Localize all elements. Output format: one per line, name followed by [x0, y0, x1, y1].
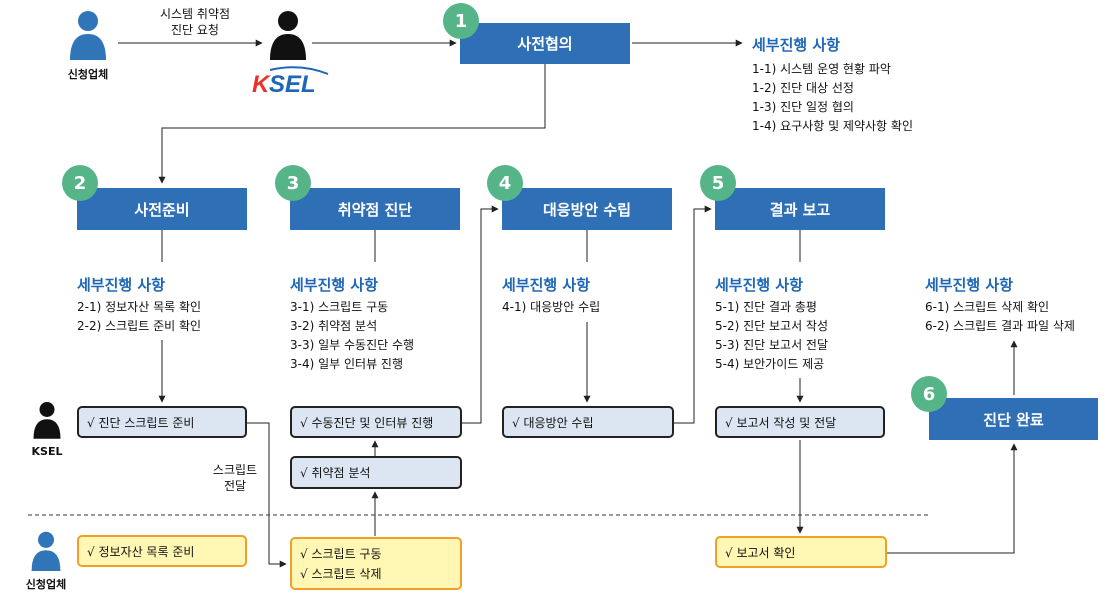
stage-6-detail-title: 세부진행 사항 — [925, 276, 1014, 294]
svg-text:K: K — [252, 71, 271, 96]
transfer-label-line1: 스크립트 — [212, 463, 258, 477]
ksel-person-icon — [268, 10, 308, 64]
stage3-to-stage4-connector — [462, 205, 499, 424]
detail-item: 2-1) 정보자산 목록 확인 — [77, 300, 202, 314]
task-script-prepare: √ 진단 스크립트 준비 — [77, 406, 247, 438]
stage-1-badge: 1 — [443, 3, 479, 39]
request-label-line1: 시스템 취약점 — [159, 7, 231, 21]
request-label: 시스템 취약점 진단 요청 — [135, 6, 255, 38]
detail-item: 5-3) 진단 보고서 전달 — [715, 338, 829, 352]
task-label: √ 정보자산 목록 준비 — [87, 544, 195, 559]
stage-4-title: 대응방안 수립 — [542, 200, 632, 219]
stage4-to-stage5-connector — [674, 205, 712, 424]
detail-item: 5-1) 진단 결과 총평 — [715, 300, 817, 314]
script-transfer-label: 스크립트 전달 — [205, 462, 265, 494]
stage-3-detail-title: 세부진행 사항 — [290, 276, 379, 294]
detail-item: 1-2) 진단 대상 선정 — [752, 81, 854, 95]
detail-item: 3-3) 일부 수동진단 수행 — [290, 338, 415, 352]
stage-6-badge: 6 — [911, 376, 947, 412]
stage-5-badge: 5 — [700, 165, 736, 201]
stage1-to-stage2-connector — [158, 64, 546, 184]
stage-1-box: 사전협의 — [460, 23, 630, 64]
stage-1-title: 사전협의 — [517, 35, 573, 53]
detail-item: 3-2) 취약점 분석 — [290, 319, 378, 333]
detail-item: 3-1) 스크립트 구동 — [290, 300, 389, 314]
applicant-lane-label: 신청업체 — [25, 578, 67, 591]
task-label: √ 수동진단 및 인터뷰 진행 — [300, 415, 434, 430]
detail-item: 5-4) 보안가이드 제공 — [715, 357, 825, 371]
stage-6-title: 진단 완료 — [983, 410, 1044, 429]
detail-item: 6-1) 스크립트 삭제 확인 — [925, 300, 1050, 314]
stage-4-detail-title: 세부진행 사항 — [502, 276, 591, 294]
ksel-logo: K SEL — [250, 66, 332, 100]
stage-1-detail-title: 세부진행 사항 — [752, 36, 841, 54]
task-report-write: √ 보고서 작성 및 전달 — [715, 406, 885, 438]
applicant-person-icon — [68, 10, 108, 64]
detail-item: 5-2) 진단 보고서 작성 — [715, 319, 829, 333]
stage-2-detail-items: 2-1) 정보자산 목록 확인 2-2) 스크립트 준비 확인 — [77, 298, 201, 336]
task-label: √ 대응방안 수립 — [512, 415, 594, 430]
task-manual-interview: √ 수동진단 및 인터뷰 진행 — [290, 406, 462, 438]
script-transfer-connector — [247, 422, 287, 568]
stage-3-detail-items: 3-1) 스크립트 구동 3-2) 취약점 분석 3-3) 일부 수동진단 수행… — [290, 298, 414, 374]
detail-item: 1-3) 진단 일정 협의 — [752, 100, 854, 114]
task-label: √ 취약점 분석 — [300, 466, 371, 480]
task-label: √ 보고서 확인 — [725, 545, 796, 560]
stage-3-badge: 3 — [275, 165, 311, 201]
applicant-task-report-check: √ 보고서 확인 — [715, 536, 887, 568]
stage-5-box: 결과 보고 — [715, 188, 885, 230]
detail-item: 1-4) 요구사항 및 제약사항 확인 — [752, 119, 913, 133]
detail-item: 2-2) 스크립트 준비 확인 — [77, 319, 202, 333]
detail-item: 1-1) 시스템 운영 현황 파악 — [752, 62, 891, 76]
svg-text:SEL: SEL — [269, 71, 316, 96]
stage-3-title: 취약점 진단 — [337, 200, 413, 219]
applicant-label-top: 신청업체 — [67, 68, 109, 81]
task-label: √ 진단 스크립트 준비 — [87, 415, 195, 430]
task-label: √ 스크립트 구동 — [300, 546, 382, 561]
stage-4-box: 대응방안 수립 — [502, 188, 672, 230]
applicant-task-script: √ 스크립트 구동 √ 스크립트 삭제 — [290, 537, 462, 590]
stage-3-box: 취약점 진단 — [290, 188, 460, 230]
task-vuln-analysis: √ 취약점 분석 — [290, 456, 462, 489]
ksel-lane-label: KSEL — [31, 445, 63, 458]
ksel-lane-person-icon — [32, 400, 62, 444]
stage-2-badge: 2 — [62, 165, 98, 201]
applicant-task-asset-list: √ 정보자산 목록 준비 — [77, 535, 247, 567]
check-to-complete-connector — [887, 443, 1018, 554]
stage-5-detail-items: 5-1) 진단 결과 총평 5-2) 진단 보고서 작성 5-3) 진단 보고서… — [715, 298, 828, 374]
stage-2-box: 사전준비 — [77, 188, 247, 230]
detail-item: 3-4) 일부 인터뷰 진행 — [290, 357, 404, 371]
transfer-label-line2: 전달 — [223, 479, 247, 493]
stage-4-detail-items: 4-1) 대응방안 수립 — [502, 298, 600, 317]
applicant-lane-person-icon — [30, 531, 62, 575]
stage-5-detail-title: 세부진행 사항 — [715, 276, 804, 294]
stage-4-badge: 4 — [487, 165, 523, 201]
detail-item: 4-1) 대응방안 수립 — [502, 300, 601, 314]
stage-2-title: 사전준비 — [134, 200, 190, 219]
request-label-line2: 진단 요청 — [171, 23, 219, 37]
task-label: √ 보고서 작성 및 전달 — [725, 415, 837, 430]
stage-2-detail-title: 세부진행 사항 — [77, 276, 166, 294]
stage-6-box: 진단 완료 — [929, 398, 1098, 440]
task-label: √ 스크립트 삭제 — [300, 566, 382, 581]
detail-item: 6-2) 스크립트 결과 파일 삭제 — [925, 319, 1075, 333]
stage-6-detail-items: 6-1) 스크립트 삭제 확인 6-2) 스크립트 결과 파일 삭제 — [925, 298, 1075, 336]
stage-1-detail-items: 1-1) 시스템 운영 현황 파악 1-2) 진단 대상 선정 1-3) 진단 … — [752, 60, 913, 136]
task-countermeasure: √ 대응방안 수립 — [502, 406, 674, 438]
stage-5-title: 결과 보고 — [769, 200, 831, 219]
